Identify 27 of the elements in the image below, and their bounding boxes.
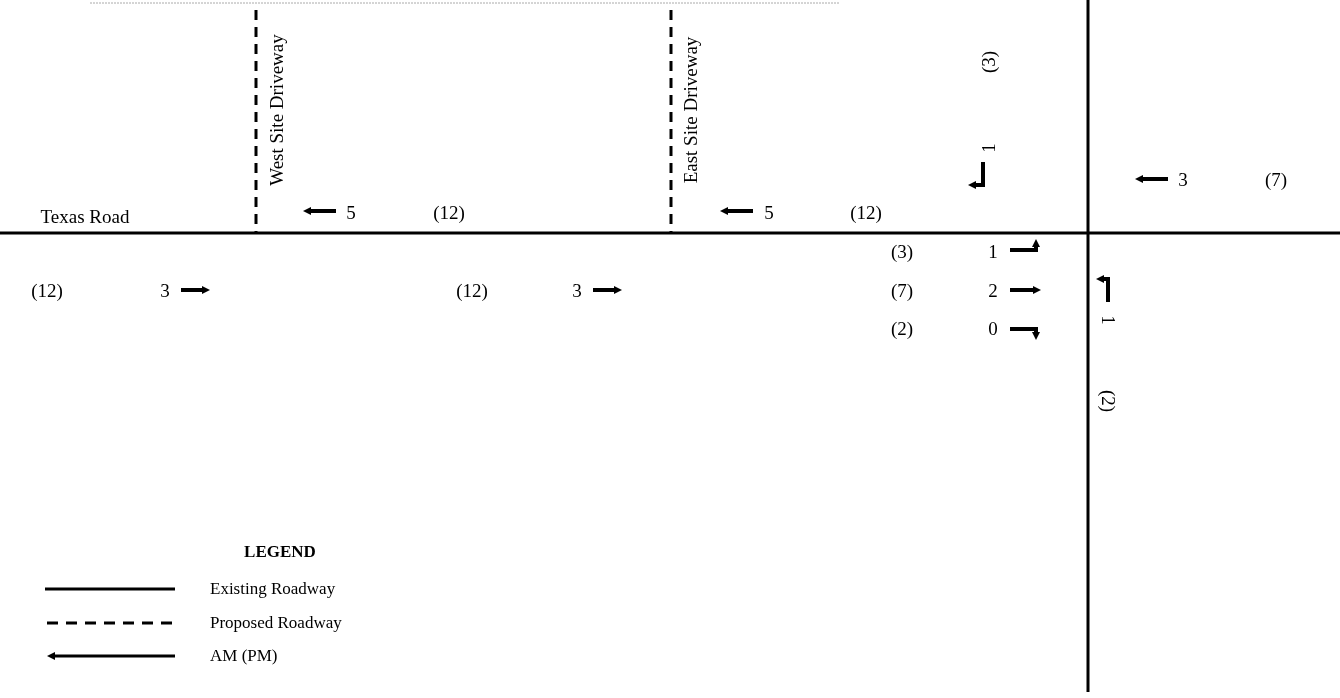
volume-label: 1 bbox=[1098, 315, 1118, 325]
legend-text: Proposed Roadway bbox=[210, 614, 342, 631]
legend-text: Existing Roadway bbox=[210, 580, 336, 597]
volume-label: 3 bbox=[160, 280, 170, 300]
volume-label: 3 bbox=[1178, 169, 1188, 189]
volume-label: 0 bbox=[988, 318, 998, 338]
volume-label: (3) bbox=[978, 50, 998, 74]
volume-label: (2) bbox=[1098, 389, 1118, 413]
street-name: East Site Driveway bbox=[680, 36, 700, 184]
volume-label: 1 bbox=[988, 241, 998, 261]
volume-label: 2 bbox=[988, 280, 998, 300]
legend-heading: LEGEND bbox=[244, 542, 316, 560]
volume-label: (12) bbox=[433, 202, 465, 222]
volume-label: 3 bbox=[572, 280, 582, 300]
volume-label: 1 bbox=[978, 143, 998, 153]
volume-label: (12) bbox=[31, 280, 63, 300]
volume-label: (7) bbox=[1264, 169, 1288, 189]
volume-label: 5 bbox=[764, 202, 774, 222]
street-name: Texas Road bbox=[40, 206, 130, 226]
volume-label: 5 bbox=[346, 202, 356, 222]
volume-label: (2) bbox=[890, 318, 914, 338]
street-name: West Site Driveway bbox=[266, 34, 286, 186]
volume-label: (7) bbox=[890, 280, 914, 300]
volume-label: (12) bbox=[850, 202, 882, 222]
legend-text: AM (PM) bbox=[210, 647, 278, 664]
volume-label: (3) bbox=[890, 241, 914, 261]
volume-label: (12) bbox=[456, 280, 488, 300]
